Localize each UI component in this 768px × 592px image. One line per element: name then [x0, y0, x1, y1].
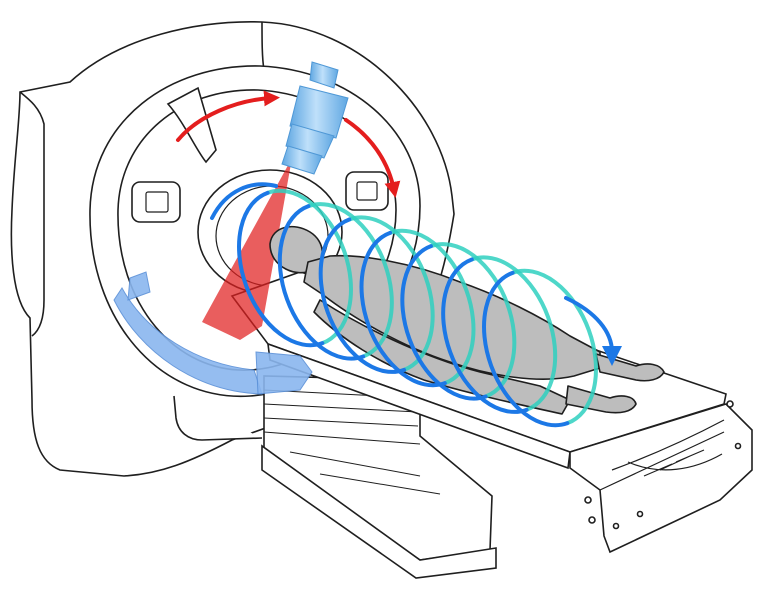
xray-tube-nozzle — [281, 145, 323, 175]
helical-scan-path — [210, 182, 622, 428]
helix-back-segment — [388, 228, 476, 386]
helix-back-segment — [469, 255, 558, 412]
xray-tube-body — [289, 85, 349, 139]
helix-front-segment — [277, 204, 366, 361]
gantry-side-panel — [19, 91, 45, 337]
patient-figure — [269, 225, 665, 415]
gantry-base — [173, 395, 263, 441]
helix-front-segment — [359, 230, 447, 388]
couch-cradle-end — [569, 403, 753, 554]
helix-lead-in — [210, 182, 278, 220]
helix-back-segment — [428, 242, 517, 399]
patient-body — [303, 254, 601, 380]
patient-leg-lower — [565, 385, 637, 414]
arrowhead-icon — [602, 346, 622, 366]
couch-fastener-5 — [734, 442, 742, 450]
gantry-window-right-inner — [356, 181, 378, 201]
detector-array — [113, 271, 313, 395]
couch-cradle-detail — [599, 419, 725, 491]
couch-pedestal-front — [261, 444, 497, 579]
couch-fastener-1 — [584, 496, 592, 504]
couch-fastener-4 — [636, 510, 644, 518]
couch-cradle-slots — [643, 449, 705, 477]
detector-block — [255, 351, 313, 395]
helix-back-segment — [306, 202, 394, 359]
patient-arm — [313, 299, 571, 415]
couch-fastener-3 — [612, 522, 620, 530]
detector-end — [127, 271, 151, 301]
helix-back-segment — [510, 268, 598, 426]
helix-front-segment — [237, 190, 325, 348]
xray-tube — [281, 61, 349, 175]
couch-fastener-6 — [726, 400, 734, 408]
curved-arrow-icon — [176, 90, 280, 142]
gantry-window-left-inner — [145, 191, 169, 213]
helix-front-segment — [482, 270, 570, 428]
curved-arrow-icon — [344, 118, 401, 198]
helix-front-segment — [441, 257, 529, 414]
helix-back-segment — [265, 188, 353, 346]
couch-fastener-2 — [588, 516, 596, 524]
gantry-rotation-arrows — [176, 90, 401, 198]
xray-tube-cap — [309, 61, 339, 89]
helix-back-segment — [347, 215, 435, 372]
helix-front-segment — [318, 217, 407, 374]
helix-front-segment — [400, 244, 488, 401]
couch-pedestal-lines — [263, 389, 441, 495]
xray-beam — [202, 158, 292, 340]
